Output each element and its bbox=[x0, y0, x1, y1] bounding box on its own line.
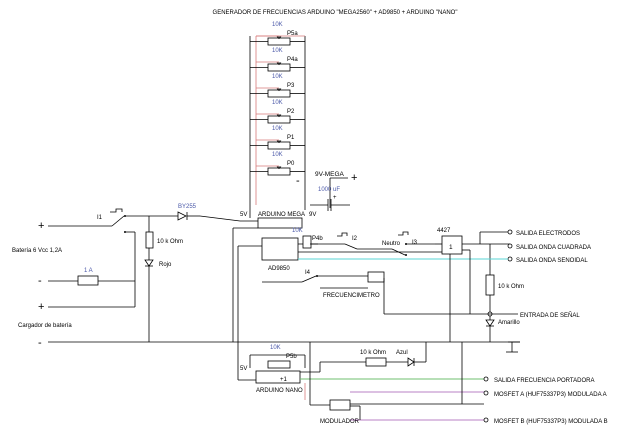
led-blue: Azul bbox=[396, 350, 415, 367]
mega-supply-minus: - bbox=[296, 175, 300, 187]
switch-i4-label: I4 bbox=[305, 270, 311, 276]
resistor-blue bbox=[365, 357, 387, 367]
output-mosfet-a-label: MOSFET A (HUF75337P3) MODULADA A bbox=[494, 392, 607, 398]
led-amber-label: Amarillo bbox=[498, 320, 520, 326]
arduino-nano-module: +1 ARDUINO NANO bbox=[255, 370, 303, 394]
pots-group: 10K P5a 10K P4a 10K P3 10K P2 10K P1 10K P0 bbox=[250, 22, 305, 176]
output-mosfet-b-label: MOSFET B (HUF75337P3) MODULADA B bbox=[494, 419, 608, 425]
switch-i2[interactable]: I2 bbox=[337, 232, 358, 250]
pot-value-label: 10K bbox=[272, 48, 283, 54]
pot-p4b-value: 10K bbox=[292, 228, 303, 234]
pot-name-label: P5a bbox=[287, 31, 298, 37]
diode-by255: BY255 bbox=[177, 204, 197, 221]
output-senoidal-label: SALIDA ONDA SENOIDAL bbox=[516, 258, 588, 264]
switch-i3-neutral-label: Neutro bbox=[382, 241, 401, 247]
charger-plus: + bbox=[38, 301, 44, 313]
svg-text:+: + bbox=[333, 195, 337, 201]
pot-p4b: 10K P4b bbox=[292, 228, 323, 249]
switch-i3[interactable]: I3 Neutro bbox=[382, 231, 418, 256]
switch-i2-label: I2 bbox=[352, 236, 358, 242]
input-signal-label: ENTRADA DE SEÑAL bbox=[520, 312, 580, 319]
pot-value-label: 10K bbox=[272, 22, 283, 28]
output-mosfet-b[interactable]: MOSFET B (HUF75337P3) MODULADA B bbox=[483, 417, 608, 425]
capacitor-value: 1000 uF bbox=[318, 187, 340, 193]
charger-minus: - bbox=[38, 337, 42, 349]
output-electrodos-label: SALIDA ELECTRODOS bbox=[516, 231, 580, 237]
diode-label: BY255 bbox=[178, 204, 197, 210]
switch-i4[interactable]: I4 bbox=[301, 270, 318, 283]
switch-i1[interactable]: I1 bbox=[97, 208, 126, 233]
pot-name-label: P3 bbox=[287, 83, 295, 89]
output-portadora-label: SALIDA FRECUENCIA PORTADORA bbox=[494, 378, 594, 384]
pot-p5a: 10K P5a bbox=[250, 22, 305, 46]
resistor-red-label: 10 k Ohm bbox=[157, 239, 183, 245]
pot-p4b-name: P4b bbox=[312, 236, 323, 242]
pot-name-label: P1 bbox=[287, 135, 295, 141]
pot-p3: 10K P3 bbox=[250, 74, 305, 98]
chip-4427: 4427 1 bbox=[437, 228, 463, 255]
arduino-nano-symbol: +1 bbox=[280, 377, 288, 383]
resistor-blue-label: 10 k Ohm bbox=[360, 350, 386, 356]
output-cuadrada[interactable]: SALIDA ONDA CUADRADA bbox=[507, 243, 591, 251]
pot-p2: 10K P2 bbox=[250, 100, 305, 124]
resistor-amber bbox=[485, 274, 495, 296]
switch-i3-label: I3 bbox=[412, 240, 418, 246]
arduino-mega-label: ARDUINO MEGA bbox=[258, 212, 305, 218]
resistor-red bbox=[145, 231, 154, 249]
battery-plus: + bbox=[38, 220, 44, 232]
output-mosfet-a[interactable]: MOSFET A (HUF75337P3) MODULADA A bbox=[483, 390, 607, 398]
resistor-amber-label: 10 k Ohm bbox=[498, 284, 524, 290]
rail-5v-label: 5V bbox=[240, 212, 247, 218]
fuse-label: 1 A bbox=[84, 268, 93, 274]
mega-supply-label: 9V-MEGA bbox=[315, 171, 345, 178]
chip-gate-label: 1 bbox=[449, 244, 453, 251]
input-signal[interactable]: ENTRADA DE SEÑAL bbox=[487, 311, 580, 319]
pot-p5b-value: 10K bbox=[270, 345, 281, 351]
switch-i1-label: I1 bbox=[97, 215, 103, 221]
battery-section: + Batería 6 Vcc 1,2A I1 BY255 10 k Ohm bbox=[12, 204, 520, 349]
output-cuadrada-label: SALIDA ONDA CUADRADA bbox=[516, 245, 591, 251]
battery-label: Batería 6 Vcc 1,2A bbox=[12, 248, 62, 254]
battery-minus: - bbox=[38, 275, 42, 287]
ad9850-module: AD9850 bbox=[261, 237, 299, 272]
rail-9v-label: 9V bbox=[309, 212, 316, 218]
pot-p5b: 10K P5b bbox=[267, 345, 297, 369]
modulador-label: MODULADOR bbox=[320, 419, 360, 425]
mega-supply-plus: + bbox=[351, 172, 357, 184]
power-section: 9V-MEGA + - 1000 uF + 9V 5V bbox=[240, 171, 357, 218]
fuse bbox=[77, 275, 99, 286]
pot-p4a: 10K P4a bbox=[250, 48, 305, 72]
led-red-label: Rojo bbox=[159, 262, 172, 268]
pot-value-label: 10K bbox=[272, 126, 283, 132]
capacitor-symbol: + bbox=[310, 195, 350, 211]
ad9850-label: AD9850 bbox=[268, 266, 290, 272]
frecuencimetro-module: FRECUENCIMETRO bbox=[323, 271, 385, 299]
arduino-mega-module: ARDUINO MEGA bbox=[257, 212, 305, 229]
output-electrodos[interactable]: SALIDA ELECTRODOS bbox=[507, 229, 580, 237]
pot-value-label: 10K bbox=[272, 74, 283, 80]
charger-label: Cargador de batería bbox=[18, 323, 72, 329]
chip-4427-label: 4427 bbox=[437, 228, 451, 234]
pot-value-label: 10K bbox=[272, 100, 283, 106]
pot-value-label: 10K bbox=[272, 152, 283, 158]
pot-p1: 10K P1 bbox=[250, 126, 305, 150]
pot-name-label: P0 bbox=[287, 161, 295, 167]
frecuencimetro-label: FRECUENCIMETRO bbox=[323, 293, 380, 299]
output-portadora[interactable]: SALIDA FRECUENCIA PORTADORA bbox=[483, 376, 594, 384]
pot-name-label: P2 bbox=[287, 109, 295, 115]
led-amber: Amarillo bbox=[485, 319, 520, 327]
arduino-nano-label: ARDUINO NANO bbox=[256, 388, 303, 394]
schematic-title: GENERADOR DE FRECUENCIAS ARDUINO "MEGA25… bbox=[213, 10, 458, 16]
pot-name-label: P4a bbox=[287, 57, 298, 63]
rail-5v-nano-label: 5V bbox=[240, 366, 247, 372]
output-senoidal[interactable]: SALIDA ONDA SENOIDAL bbox=[507, 256, 588, 264]
led-blue-label: Azul bbox=[396, 350, 408, 356]
pot-p0: 10K P0 bbox=[250, 152, 305, 176]
pot-p5b-name: P5b bbox=[286, 354, 297, 360]
